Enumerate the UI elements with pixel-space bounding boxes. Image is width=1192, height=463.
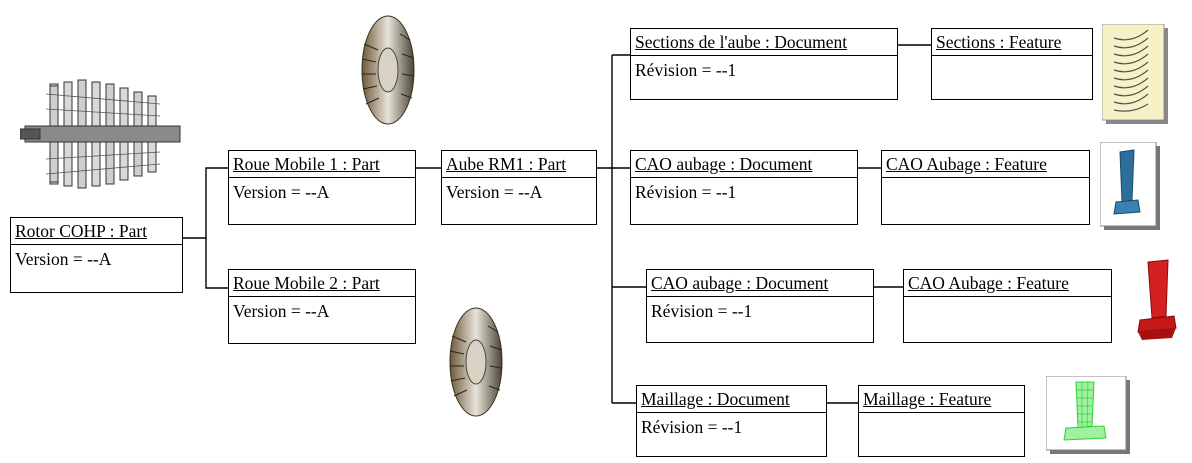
node-attribute	[932, 56, 1092, 60]
node-attribute: Version = --A	[233, 182, 330, 202]
node-cao-aubage-document-1[interactable]: CAO aubage : Document Révision = --1	[630, 150, 858, 225]
bladed-wheel-image-1	[361, 15, 415, 125]
green-mesh-blade-image	[1046, 376, 1130, 454]
node-title: Aube RM1 : Part	[442, 151, 596, 178]
node-cao-aubage-feature-1[interactable]: CAO Aubage : Feature	[881, 150, 1090, 225]
blade-sections-image	[1102, 24, 1168, 124]
node-sections-document[interactable]: Sections de l'aube : Document Révision =…	[630, 28, 898, 100]
node-attribute: Version = --A	[15, 249, 112, 269]
node-roue-mobile-2[interactable]: Roue Mobile 2 : Part Version = --A	[228, 269, 416, 344]
node-title: Maillage : Feature	[859, 386, 1024, 413]
node-title: CAO Aubage : Feature	[882, 151, 1089, 178]
node-attribute: Révision = --1	[641, 417, 743, 437]
node-rotor-cohp[interactable]: Rotor COHP : Part Version = --A	[10, 217, 183, 293]
node-title: Sections : Feature	[932, 29, 1092, 56]
link-aube-docs	[597, 54, 646, 404]
node-title: CAO aubage : Document	[647, 270, 873, 297]
node-maillage-document[interactable]: Maillage : Document Révision = --1	[636, 385, 827, 457]
node-cao-aubage-document-2[interactable]: CAO aubage : Document Révision = --1	[646, 269, 874, 343]
node-roue-mobile-1[interactable]: Roue Mobile 1 : Part Version = --A	[228, 150, 416, 225]
node-attribute: Révision = --1	[651, 301, 753, 321]
bladed-wheel-image-2	[449, 307, 503, 417]
node-title: CAO aubage : Document	[631, 151, 857, 178]
node-title: CAO Aubage : Feature	[904, 270, 1111, 297]
node-aube-rm1[interactable]: Aube RM1 : Part Version = --A	[441, 150, 597, 225]
node-sections-feature[interactable]: Sections : Feature	[931, 28, 1093, 100]
node-attribute: Version = --A	[446, 182, 543, 202]
node-maillage-feature[interactable]: Maillage : Feature	[858, 385, 1025, 457]
node-attribute: Révision = --1	[635, 182, 737, 202]
blue-blade-cad-image	[1100, 142, 1160, 230]
rotor-assembly-image	[20, 79, 181, 189]
node-title: Sections de l'aube : Document	[631, 29, 897, 56]
node-title: Roue Mobile 1 : Part	[229, 151, 415, 178]
red-blade-cad-image	[1137, 259, 1177, 340]
node-title: Maillage : Document	[637, 386, 826, 413]
node-cao-aubage-feature-2[interactable]: CAO Aubage : Feature	[903, 269, 1112, 343]
node-attribute	[859, 413, 1024, 417]
node-attribute: Version = --A	[233, 301, 330, 321]
node-attribute	[904, 297, 1111, 301]
node-title: Roue Mobile 2 : Part	[229, 270, 415, 297]
node-attribute: Révision = --1	[635, 60, 737, 80]
node-attribute	[882, 178, 1089, 182]
link-rotor-roues	[183, 167, 228, 289]
node-title: Rotor COHP : Part	[11, 218, 182, 245]
